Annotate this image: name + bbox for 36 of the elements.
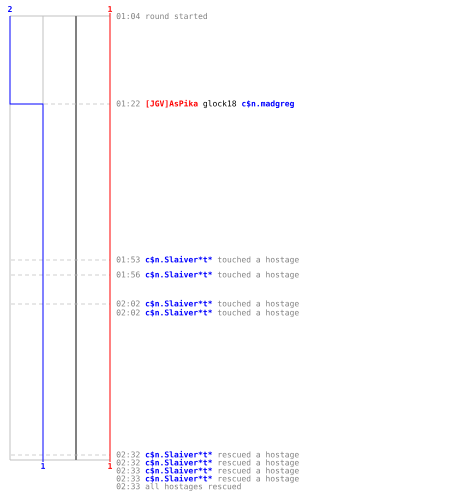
event-text: touched a hostage [218, 256, 299, 264]
axis-number: 2 [8, 6, 12, 12]
player-name: c$n.Slaiver*t* [146, 466, 212, 475]
player-name: c$n.Slaiver*t* [146, 474, 212, 483]
player-name: c$n.Slaiver*t* [146, 450, 212, 459]
weapon-name: glock18 [203, 100, 236, 108]
event-text: rescued a hostage [218, 451, 299, 460]
event-time: 01:56 [116, 271, 140, 278]
event-text: touched a hostage [218, 309, 299, 318]
event-time: 02:33 [116, 483, 140, 490]
event-time: 01:53 [116, 256, 140, 262]
event-time: 02:33 [116, 467, 140, 474]
axis-number: 1 [108, 6, 112, 12]
player-name: c$n.madgreg [242, 100, 294, 108]
player-name: c$n.Slaiver*t* [146, 256, 212, 264]
event-text: rescued a hostage [218, 475, 299, 484]
player-name: c$n.Slaiver*t* [146, 308, 212, 317]
event-time: 02:33 [116, 475, 140, 482]
event-time: 02:02 [116, 309, 140, 316]
event-time: 02:32 [116, 451, 140, 458]
event-text: touched a hostage [218, 271, 299, 280]
player-name: c$n.Slaiver*t* [146, 270, 212, 279]
axis-number: 1 [41, 463, 46, 469]
player-name: [JGV]AsPika [146, 100, 198, 108]
event-text: touched a hostage [218, 300, 299, 308]
event-text: rescued a hostage [218, 459, 299, 468]
event-time: 02:02 [116, 300, 140, 306]
event-text: rescued a hostage [218, 467, 299, 476]
event-time: 01:22 [116, 100, 140, 106]
event-time: 01:04 [116, 13, 140, 20]
event-text: round started [146, 12, 207, 20]
event-time: 02:32 [116, 459, 140, 466]
event-text: all hostages rescued [146, 483, 241, 491]
player-name: c$n.Slaiver*t* [146, 300, 212, 308]
player-name: c$n.Slaiver*t* [146, 458, 212, 467]
axis-number: 1 [108, 463, 112, 469]
